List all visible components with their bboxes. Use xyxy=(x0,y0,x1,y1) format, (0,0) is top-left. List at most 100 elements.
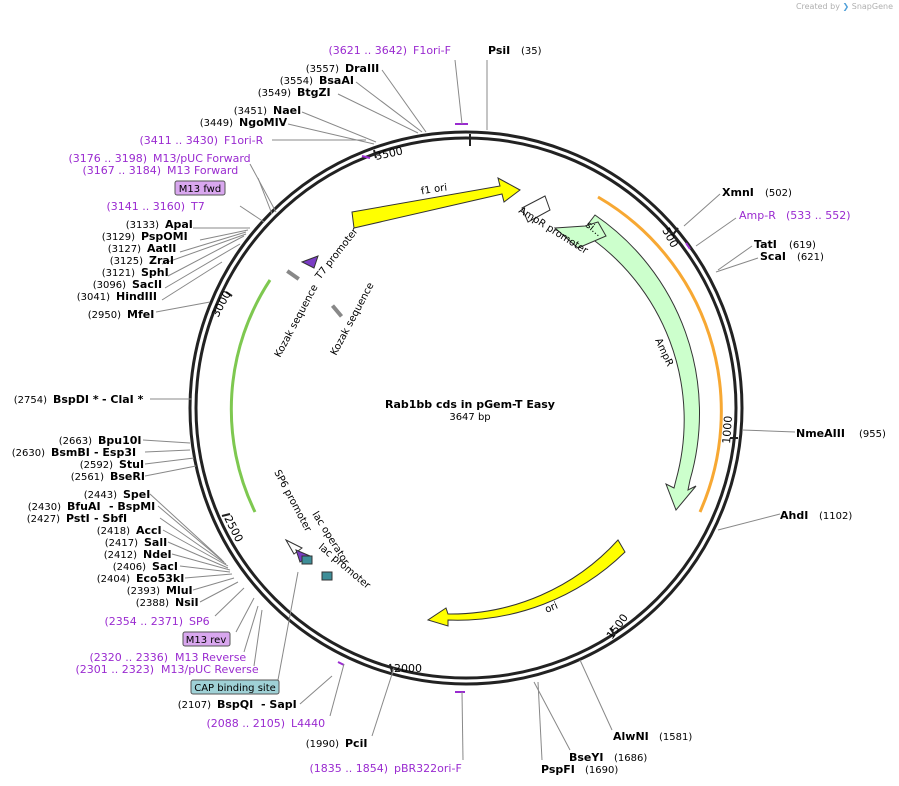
site-mlui[interactable]: (2393) MluI xyxy=(127,584,193,597)
site-name: Eco53kI xyxy=(136,572,184,585)
site-position: (2630) xyxy=(12,448,45,459)
ampr-feature[interactable] xyxy=(581,214,700,511)
site-name: BseRI xyxy=(110,470,145,483)
tick-mark-2500 xyxy=(221,513,231,517)
ori-label: ori xyxy=(544,601,560,616)
site-apai[interactable]: (3133) ApaI xyxy=(126,218,193,231)
site-name: AccI xyxy=(136,524,162,537)
site-name: PspOMI xyxy=(141,230,188,243)
primer-f1ori-f[interactable]: (3621 .. 3642) F1ori-F xyxy=(328,44,451,57)
lac-operator-box[interactable] xyxy=(301,555,313,565)
signal-peptide-feature[interactable] xyxy=(553,221,607,249)
site-bseri[interactable]: (2561) BseRI xyxy=(71,470,145,483)
site-position: (3557) xyxy=(306,64,339,75)
site-saci[interactable]: (2406) SacI xyxy=(113,560,178,573)
tick-mark-3500 xyxy=(373,149,377,159)
site-bpu10i[interactable]: (2663) Bpu10I xyxy=(59,434,142,447)
site-btgzi[interactable]: (3549) BtgZI xyxy=(258,86,331,99)
primer-f1ori-r[interactable]: (3411 .. 3430) F1ori-R xyxy=(139,134,263,147)
primer-m13-puc-reverse[interactable]: (2301 .. 2323) M13/pUC Reverse xyxy=(75,663,258,676)
site-name-alt: - SapI xyxy=(261,698,297,711)
site-bsaai[interactable]: (3554) BsaAI xyxy=(280,74,354,87)
m13-fwd-box[interactable]: M13 fwd xyxy=(174,180,226,196)
primer-marker-amp-r xyxy=(685,242,691,250)
site-position: (3549) xyxy=(258,88,291,99)
primer-m13-puc-forward[interactable]: (3176 .. 3198) M13/pUC Forward xyxy=(68,152,250,165)
site-bspdi-clai[interactable]: (2754) BspDI * - ClaI * xyxy=(14,393,144,406)
cap-binding-site-box[interactable]: CAP binding site xyxy=(190,679,280,695)
tick-mark-3000 xyxy=(225,291,233,297)
site-acci[interactable]: (2418) AccI xyxy=(97,524,162,537)
site-bsmbi-esp3i[interactable]: (2630) BsmBI - Esp3I xyxy=(12,446,136,459)
site-draiii[interactable]: (3557) DraIII xyxy=(306,62,380,75)
site-pcii[interactable]: PciI (1990) xyxy=(306,737,368,750)
primer-range: (3141 .. 3160) xyxy=(106,200,185,213)
site-name: PspFI xyxy=(541,763,575,776)
primer-name: M13/pUC Forward xyxy=(153,152,251,165)
m13-rev-label: M13 rev xyxy=(186,635,227,646)
f1-ori-label: f1 ori xyxy=(420,183,448,198)
site-bseyi[interactable]: BseYI (1686) xyxy=(569,751,647,764)
site-naei[interactable]: (3451) NaeI xyxy=(234,104,301,117)
site-position: (3127) xyxy=(108,244,141,255)
site-tati[interactable]: TatI (619) xyxy=(754,238,816,251)
t7-promoter-arrow[interactable] xyxy=(300,255,319,269)
kozak-sequence-label-2: Kozak sequence xyxy=(329,281,377,357)
primer-range: (2088 .. 2105) xyxy=(206,717,285,730)
kozak-sequence-label-1: Kozak sequence xyxy=(273,283,321,359)
site-bspqi-sapi[interactable]: (2107) BspQI - SapI xyxy=(178,698,297,711)
site-position: (1686) xyxy=(614,753,647,764)
site-sali[interactable]: (2417) SalI xyxy=(105,536,167,549)
site-psii[interactable]: PsiI (35) xyxy=(488,44,542,57)
primer-pbr322ori-f[interactable]: (1835 .. 1854) pBR322ori-F xyxy=(309,762,461,775)
primer-range: (1835 .. 1854) xyxy=(309,762,388,775)
site-sphi[interactable]: (3121) SphI xyxy=(102,266,169,279)
primer-m13-reverse[interactable]: (2320 .. 2336) M13 Reverse xyxy=(89,651,246,664)
primer-m13-forward[interactable]: (3167 .. 3184) M13 Forward xyxy=(82,164,238,177)
site-psti-sbfi[interactable]: (2427) PstI - SbfI xyxy=(27,512,127,525)
site-pspfi[interactable]: PspFI (1690) xyxy=(541,763,618,776)
snapgene-logo-icon: ❯ xyxy=(842,2,850,11)
site-aatii[interactable]: (3127) AatII xyxy=(108,242,177,255)
tick-label-1000: 1000 xyxy=(720,415,735,444)
ori-feature[interactable] xyxy=(426,539,626,627)
site-spei[interactable]: (2443) SpeI xyxy=(84,488,151,501)
m13-rev-box[interactable]: M13 rev xyxy=(182,631,231,647)
primer-t7[interactable]: (3141 .. 3160) T7 xyxy=(106,200,204,213)
site-bfuai-bspmi[interactable]: (2430) BfuAI - BspMI xyxy=(28,500,156,513)
site-position: (2592) xyxy=(80,460,113,471)
site-eco53ki[interactable]: (2404) Eco53kI xyxy=(97,572,185,585)
site-stui[interactable]: (2592) StuI xyxy=(80,458,144,471)
site-nmeaiii[interactable]: NmeAIII (955) xyxy=(796,427,886,440)
f1-ori-feature[interactable] xyxy=(351,177,521,229)
site-scai[interactable]: ScaI (621) xyxy=(760,250,824,263)
site-position: (35) xyxy=(521,46,542,57)
primer-sp6[interactable]: (2354 .. 2371) SP6 xyxy=(104,615,209,628)
site-name: NgoMIV xyxy=(239,116,288,129)
site-sacii[interactable]: (3096) SacII xyxy=(93,278,162,291)
site-name-alt: - ClaI * xyxy=(102,393,144,406)
lac-promoter-box[interactable] xyxy=(321,571,333,581)
site-ahdi[interactable]: AhdI (1102) xyxy=(780,509,852,522)
site-position: (2950) xyxy=(88,310,121,321)
site-hindiii[interactable]: (3041) HindIII xyxy=(77,290,157,303)
site-pspomi[interactable]: (3129) PspOMI xyxy=(102,230,188,243)
site-mfei[interactable]: (2950) MfeI xyxy=(88,308,155,321)
primer-l4440[interactable]: (2088 .. 2105) L4440 xyxy=(206,717,325,730)
site-alwni[interactable]: AlwNI (1581) xyxy=(613,730,692,743)
site-name: ApaI xyxy=(165,218,193,231)
site-nsii[interactable]: (2388) NsiI xyxy=(136,596,199,609)
site-xmni[interactable]: XmnI (502) xyxy=(722,186,792,199)
site-name: SpeI xyxy=(123,488,150,501)
cap-binding-site-label: CAP binding site xyxy=(194,683,276,694)
site-name: BseYI xyxy=(569,751,603,764)
site-ndei[interactable]: (2412) NdeI xyxy=(104,548,172,561)
primer-marker-l4440 xyxy=(337,661,345,666)
primer-amp-r[interactable]: Amp-R (533 .. 552) xyxy=(739,209,851,222)
primer-name: Amp-R xyxy=(739,209,776,222)
tick-label-3500: 3500 xyxy=(374,144,404,163)
ampr-promoter-feature[interactable] xyxy=(521,195,551,223)
site-zrai[interactable]: (3125) ZraI xyxy=(110,254,174,267)
site-ngomiv[interactable]: (3449) NgoMIV xyxy=(200,116,288,129)
site-name: StuI xyxy=(119,458,144,471)
